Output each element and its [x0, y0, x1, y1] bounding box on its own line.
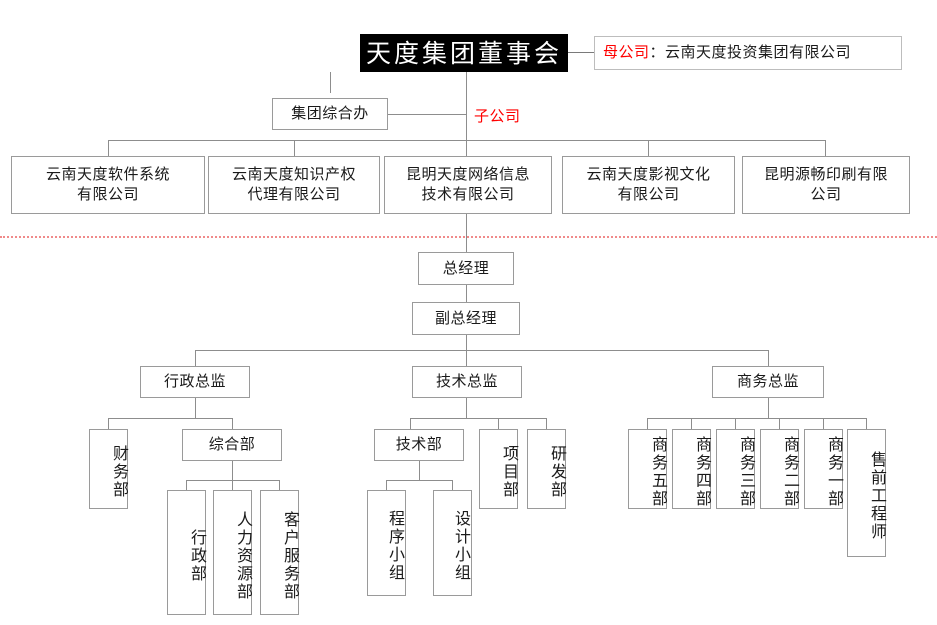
drop-presales-engineer [866, 418, 867, 429]
drop-project-dept [498, 418, 499, 429]
bus-admin-children [108, 418, 233, 419]
spine-comprehensive-down [232, 461, 233, 480]
node-group-general-office[interactable]: 集团综合办 [272, 98, 388, 130]
node-subsidiary-ip-agency[interactable]: 云南天度知识产权 代理有限公司 [208, 156, 380, 214]
drop-business-dept-5 [647, 418, 648, 429]
node-finance-department[interactable]: 财务部 [89, 429, 129, 509]
drop-director-business [768, 350, 769, 366]
spine-business-director-down [768, 398, 769, 418]
node-hr-department[interactable]: 人力资源部 [213, 490, 253, 615]
bus-tech-subgroups [386, 480, 452, 481]
node-design-group[interactable]: 设计小组 [433, 490, 472, 596]
connector-gm-to-dgm [466, 285, 467, 302]
node-program-group[interactable]: 程序小组 [367, 490, 406, 596]
node-subsidiary-printing[interactable]: 昆明源畅印刷有限 公司 [742, 156, 910, 214]
connector-board-down [330, 72, 331, 92]
connector-office-to-subsidiary-note [388, 114, 466, 115]
bus-tech-children [410, 418, 546, 419]
node-business-department-2[interactable]: 商务二部 [760, 429, 800, 509]
node-director-admin[interactable]: 行政总监 [140, 366, 250, 398]
connector-board-to-parent-note [568, 52, 594, 53]
node-technology-department[interactable]: 技术部 [374, 429, 464, 461]
connector-board-stub [330, 92, 331, 93]
drop-business-dept-1 [823, 418, 824, 429]
node-deputy-general-manager[interactable]: 副总经理 [412, 302, 520, 335]
node-business-department-5[interactable]: 商务五部 [628, 429, 668, 509]
spine-admin-director-down [195, 398, 196, 418]
node-customer-service-department[interactable]: 客户服务部 [260, 490, 300, 615]
drop-subsidiary-4 [648, 140, 649, 156]
spine-dgm-to-director-bus [466, 335, 467, 350]
drop-director-tech [466, 350, 467, 366]
drop-customer-service-dept [279, 480, 280, 490]
drop-subsidiary-1 [108, 140, 109, 156]
spine-tech-director-down [466, 398, 467, 418]
bus-business-children [647, 418, 867, 419]
node-subsidiary-network-info[interactable]: 昆明天度网络信息 技术有限公司 [384, 156, 552, 214]
spine-tech-dept-down [419, 461, 420, 480]
node-rnd-department[interactable]: 研发部 [527, 429, 567, 509]
node-director-tech[interactable]: 技术总监 [412, 366, 522, 398]
legend-parent-company-name: 云南天度投资集团有限公司 [665, 43, 852, 62]
node-business-department-3[interactable]: 商务三部 [716, 429, 756, 509]
drop-business-dept-2 [779, 418, 780, 429]
drop-business-dept-4 [691, 418, 692, 429]
drop-subsidiary-5 [825, 140, 826, 156]
drop-finance-dept [108, 418, 109, 429]
drop-admin-dept [186, 480, 187, 490]
node-project-department[interactable]: 项目部 [479, 429, 519, 509]
legend-parent-label: 母公司 [603, 43, 650, 62]
drop-subsidiary-3 [466, 140, 467, 156]
node-administration-department[interactable]: 行政部 [167, 490, 207, 615]
drop-hr-dept [232, 480, 233, 490]
spine-board-to-subsidiary-bus [466, 72, 467, 140]
node-presales-engineer[interactable]: 售前工程师 [847, 429, 887, 557]
node-subsidiary-media-culture[interactable]: 云南天度影视文化 有限公司 [562, 156, 735, 214]
node-business-department-1[interactable]: 商务一部 [804, 429, 844, 509]
drop-director-admin [195, 350, 196, 366]
drop-design-group [452, 480, 453, 490]
node-general-manager[interactable]: 总经理 [418, 252, 514, 285]
drop-business-dept-3 [735, 418, 736, 429]
bus-directors [195, 350, 769, 351]
node-board-of-directors[interactable]: 天度集团董事会 [360, 34, 568, 72]
drop-tech-dept [410, 418, 411, 429]
spine-subsidiary-to-management [466, 214, 467, 252]
legend-parent-separator: ： [649, 43, 666, 62]
node-subsidiary-software[interactable]: 云南天度软件系统 有限公司 [11, 156, 205, 214]
drop-program-group [386, 480, 387, 490]
legend-parent-company: 母公司：云南天度投资集团有限公司 [594, 36, 902, 70]
section-separator [0, 236, 937, 238]
node-director-business[interactable]: 商务总监 [712, 366, 824, 398]
drop-rnd-dept [546, 418, 547, 429]
drop-subsidiary-2 [294, 140, 295, 156]
node-comprehensive-department[interactable]: 综合部 [182, 429, 282, 461]
drop-comprehensive-dept [232, 418, 233, 429]
legend-subsidiary-label: 子公司 [474, 107, 521, 125]
node-business-department-4[interactable]: 商务四部 [672, 429, 712, 509]
